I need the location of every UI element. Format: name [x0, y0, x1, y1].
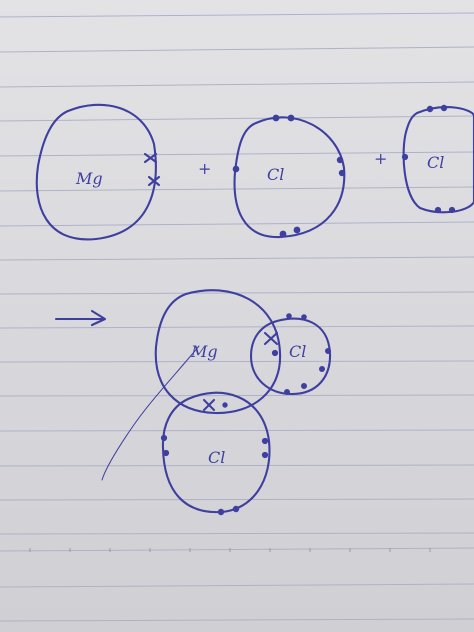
cl1-electron-5 — [338, 169, 346, 177]
cl-shell-2 — [402, 106, 474, 214]
cl-label-product-right: Cl — [289, 342, 306, 361]
plus-sign-1: + — [198, 159, 211, 178]
cl-bottom-electron-shared — [222, 402, 228, 408]
mg-electron-cross-2 — [147, 175, 161, 187]
arrow-head — [90, 309, 107, 327]
reaction-arrow — [54, 309, 107, 327]
cl-label-2: Cl — [427, 153, 444, 172]
pencil-tail — [101, 345, 200, 481]
cl2-electron-1 — [426, 105, 434, 113]
mg-shell-top — [35, 103, 157, 241]
cl-bottom-electron-3 — [261, 437, 269, 445]
mg-electron-cross-1 — [143, 152, 158, 164]
cl-right-electron-shared — [271, 349, 279, 357]
cl1-electron-1 — [272, 114, 280, 122]
mg-label-top: Mg — [75, 169, 103, 188]
cl-bottom-electron-6 — [232, 505, 240, 513]
cl2-electron-2 — [440, 104, 448, 112]
cl-right-electron-4 — [319, 366, 325, 372]
product-mg-atom: Mg — [101, 289, 282, 481]
product-cl-atom-right: Cl — [249, 313, 332, 396]
cl-right-electron-6 — [301, 383, 307, 389]
reactant-mg-atom: Mg — [35, 103, 161, 241]
cl-right-electron-2 — [301, 314, 307, 320]
shared-cross-bottom — [202, 398, 216, 412]
cl-label-1: Cl — [267, 165, 284, 184]
mg-shell-product — [154, 289, 282, 415]
margin-ticks — [29, 548, 431, 552]
cl-right-electron-3 — [325, 348, 331, 354]
cl-bottom-electron-2 — [162, 449, 170, 457]
cl-right-electron-1 — [286, 313, 292, 319]
cl-shell-product-right — [249, 317, 332, 396]
shared-cross-right — [263, 331, 279, 346]
cl-bottom-electron-5 — [217, 508, 225, 516]
cl-bottom-electron-1 — [160, 434, 168, 442]
cl-shell-1 — [233, 116, 346, 239]
mg-label-product: Mg — [190, 342, 218, 361]
product-cl-atom-bottom: Cl — [160, 391, 271, 516]
cl1-electron-2 — [287, 114, 295, 122]
reactant-cl-atom-2: Cl — [401, 104, 474, 214]
cl1-electron-7 — [293, 226, 301, 234]
cl1-electron-3 — [232, 165, 240, 173]
cl2-electron-3 — [401, 153, 409, 161]
cl-shell-product-bottom — [161, 391, 271, 514]
cl2-electron-4 — [434, 206, 442, 214]
cl2-electron-5 — [448, 206, 456, 214]
cl-label-product-bottom: Cl — [208, 448, 225, 467]
cl1-electron-4 — [336, 156, 344, 164]
ruled-lines — [0, 12, 474, 622]
plus-sign-2: + — [374, 149, 387, 168]
reactant-cl-atom-1: Cl — [232, 114, 346, 239]
cl-bottom-electron-4 — [261, 451, 269, 459]
cl-right-electron-5 — [284, 389, 290, 395]
cl1-electron-6 — [279, 230, 287, 238]
